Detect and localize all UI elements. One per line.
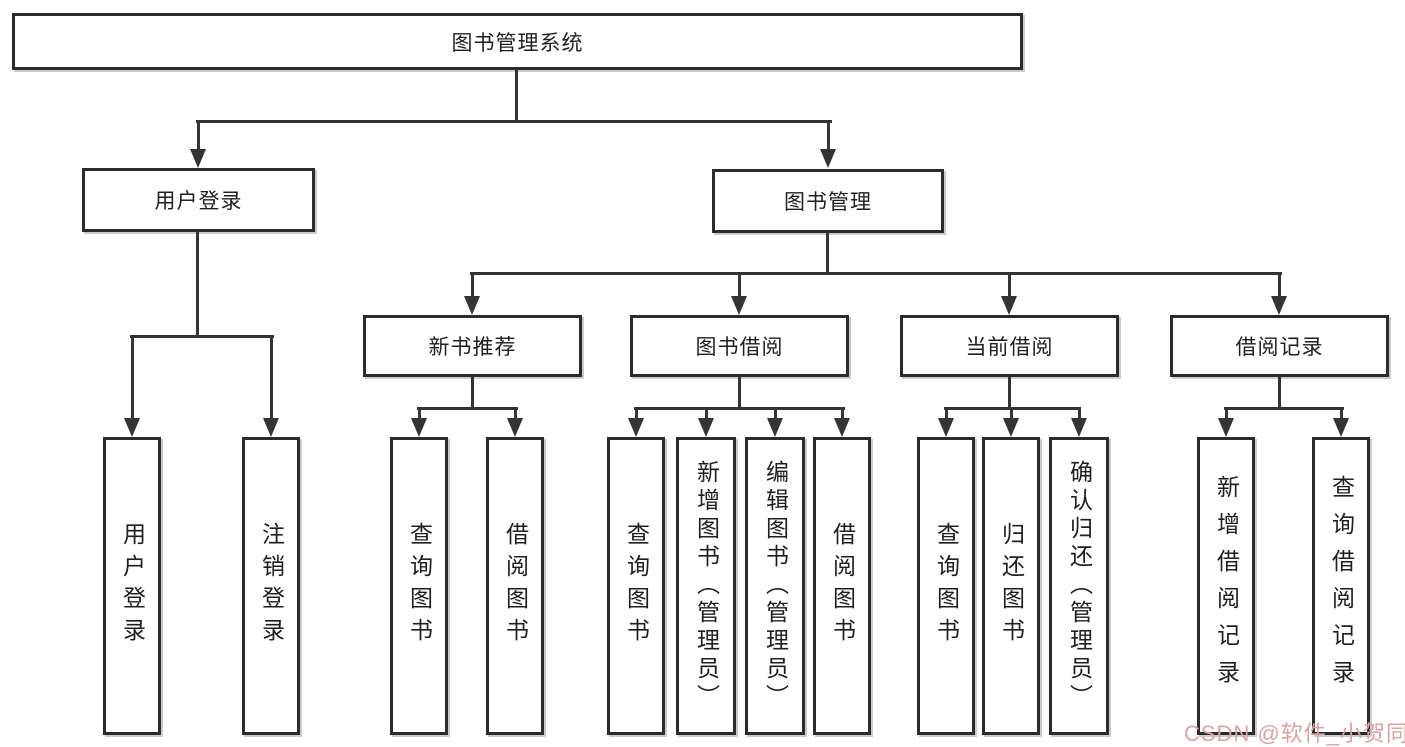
- connector-line: [196, 232, 199, 335]
- connector-line: [944, 407, 1081, 410]
- leaf-query-borrow-record: 查询借阅记录: [1312, 437, 1370, 735]
- node-current-borrow: 当前借阅: [900, 315, 1119, 377]
- connector-line: [738, 377, 741, 407]
- leaf-label: 查询图书: [406, 522, 433, 650]
- arrow-down-icon: [190, 120, 206, 168]
- node-label: 新书推荐: [428, 336, 517, 359]
- connector-line: [130, 335, 274, 338]
- node-label: 用户登录: [154, 190, 243, 213]
- arrow-down-icon: [464, 272, 480, 315]
- leaf-query-books-recommend: 查询图书: [390, 437, 448, 735]
- arrow-down-icon: [820, 120, 836, 168]
- arrow-down-icon: [1333, 407, 1349, 437]
- node-book-management: 图书管理: [712, 169, 944, 233]
- connector-line: [470, 272, 1282, 275]
- leaf-add-borrow-record: 新增借阅记录: [1197, 437, 1255, 735]
- leaf-label: 新增借阅记录: [1213, 475, 1240, 697]
- leaf-label: 归还图书: [998, 522, 1025, 650]
- leaf-label: 确认归还（管理员）: [1066, 460, 1093, 712]
- connector-line: [1278, 377, 1281, 407]
- leaf-add-books-admin: 新增图书（管理员）: [676, 437, 736, 735]
- leaf-logout-login: 注销登录: [242, 437, 300, 735]
- node-new-book-recommend: 新书推荐: [363, 315, 582, 377]
- connector-line: [471, 377, 474, 407]
- arrow-down-icon: [698, 407, 714, 437]
- node-user-login: 用户登录: [82, 168, 315, 232]
- node-book-borrow: 图书借阅: [630, 315, 849, 377]
- arrow-down-icon: [411, 407, 427, 437]
- arrow-down-icon: [263, 335, 279, 437]
- leaf-return-books: 归还图书: [982, 437, 1040, 735]
- connector-line: [826, 233, 829, 272]
- leaf-label: 新增图书（管理员）: [693, 460, 720, 712]
- node-label: 图书借阅: [695, 336, 784, 359]
- arrow-down-icon: [1071, 407, 1087, 437]
- arrow-down-icon: [731, 272, 747, 315]
- leaf-label: 注销登录: [258, 522, 285, 650]
- arrow-down-icon: [767, 407, 783, 437]
- leaf-label: 借阅图书: [502, 522, 529, 650]
- arrow-down-icon: [507, 407, 523, 437]
- leaf-label: 查询借阅记录: [1328, 475, 1355, 697]
- arrow-down-icon: [1271, 272, 1287, 315]
- leaf-borrow-books-recommend: 借阅图书: [486, 437, 544, 735]
- leaf-label: 编辑图书（管理员）: [762, 460, 789, 712]
- connector-line: [1008, 377, 1011, 407]
- leaf-label: 查询图书: [933, 522, 960, 650]
- leaf-label: 用户登录: [119, 522, 146, 650]
- connector-line: [515, 70, 518, 120]
- arrow-down-icon: [1218, 407, 1234, 437]
- arrow-down-icon: [938, 407, 954, 437]
- leaf-query-books-current: 查询图书: [917, 437, 975, 735]
- leaf-label: 查询图书: [623, 522, 650, 650]
- connector-line: [1224, 407, 1344, 410]
- csdn-watermark: CSDN @软件_小贺同学: [1184, 721, 1405, 746]
- arrow-down-icon: [124, 335, 140, 437]
- leaf-confirm-return-admin: 确认归还（管理员）: [1049, 437, 1109, 735]
- node-borrow-record: 借阅记录: [1170, 315, 1389, 377]
- node-label: 图书管理: [784, 191, 872, 214]
- arrow-down-icon: [628, 407, 644, 437]
- leaf-user-login: 用户登录: [103, 437, 161, 735]
- node-label: 借阅记录: [1235, 336, 1324, 359]
- connector-line: [634, 407, 845, 410]
- arrow-down-icon: [1003, 407, 1019, 437]
- leaf-label: 借阅图书: [829, 522, 856, 650]
- node-label: 当前借阅: [965, 336, 1054, 359]
- root-node-library-system: 图书管理系统: [12, 13, 1023, 70]
- leaf-borrow-books: 借阅图书: [813, 437, 871, 735]
- root-node-label: 图书管理系统: [451, 31, 584, 55]
- arrow-down-icon: [1001, 272, 1017, 315]
- arrow-down-icon: [834, 407, 850, 437]
- connector-line: [417, 407, 518, 410]
- leaf-query-books-borrow: 查询图书: [607, 437, 665, 735]
- leaf-edit-books-admin: 编辑图书（管理员）: [745, 437, 805, 735]
- connector-line: [196, 120, 832, 123]
